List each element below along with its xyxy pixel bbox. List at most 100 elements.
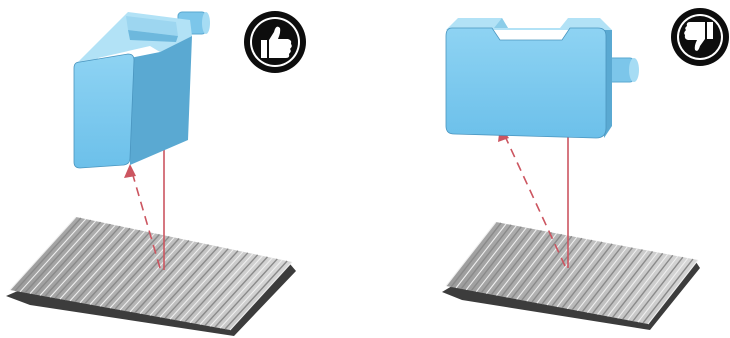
surface-ridge [601,251,654,316]
surface-ridge [14,217,82,292]
surface-ridge [159,247,224,318]
surface-ridge [496,231,547,296]
surface-ridge [34,221,102,296]
surface-ridge [144,244,210,316]
surface-ridge [480,228,532,294]
sensor-side-face-left [130,36,192,165]
surface-ridge [627,255,679,321]
surface-ridge [124,240,190,312]
surface-ridge [114,238,180,310]
surface-ridge [219,259,283,329]
surface-ridge [104,235,170,308]
surface-ridge [541,239,593,305]
surface-ridge [465,225,517,291]
surface-ridges-right [445,221,699,325]
surface-ridge [174,250,239,321]
surface-ridge [154,246,219,317]
surface-ridge [586,248,638,313]
thumbs-down-icon [671,8,729,66]
sensor-front-face-right [445,27,607,139]
surface-ridge [460,224,512,290]
surface-ridge [69,228,136,302]
surface-ridge [204,256,268,326]
surface-ridge [536,238,588,304]
surface-ridge [74,229,141,303]
surface-ridge [597,250,648,315]
surface-ridge [149,245,214,316]
surface-ridge [506,233,558,298]
surface-ridge [9,216,77,291]
surface-ridge [556,242,608,308]
surface-ridge [490,230,543,295]
surface-ridge [19,218,87,293]
surface-ridge [24,219,92,294]
surface-ridge [49,224,116,298]
surface-ridge [642,258,694,324]
surface-ridge [561,243,613,309]
surface-ridge [94,233,160,306]
sensor-left [73,11,210,169]
surface-ridge [647,259,699,325]
surface-ridge [179,251,244,322]
surface-ridge [194,254,259,325]
surface-ridge [622,254,674,320]
right-panel [442,8,729,330]
surface-ridge [576,246,628,312]
surface-ridge [500,232,553,297]
surface-ridge [184,252,249,323]
surface-ridge [546,240,598,306]
surface-ridge [119,239,185,311]
surface-ridge [139,243,205,315]
surface-ridge [581,247,633,313]
surface-ridge [470,226,522,292]
surface-ridge [521,235,573,301]
surface-ridge [632,256,684,322]
surface-ridge [571,245,623,311]
sensor-front-face-left [73,53,135,169]
surface-ridge [511,233,563,299]
laser-arrowhead-left [124,164,136,178]
surface-ridge [214,258,278,328]
surface-ridge [59,226,126,300]
surface-ridge [485,229,537,294]
surface-ridge [199,255,263,325]
surface-ridge [54,225,121,299]
scan-surface-right [442,221,700,330]
surface-ridge [64,227,131,301]
surface-ridge [617,253,669,319]
surface-ridge [39,222,106,296]
surface-ridge [44,223,111,297]
surface-ridge [475,227,527,293]
surface-ridge [229,261,293,331]
surface-ridge [209,257,273,327]
sensor-top-face-right [446,18,612,30]
surface-ridge [29,220,97,295]
surface-ridge [134,242,200,314]
thumbs-up-icon [244,11,306,73]
surface-ridge [531,237,583,303]
laser-reflect-beam-right [503,133,566,267]
surface-ridge [516,234,568,300]
surface-ridge [591,249,644,314]
surface-ridge [551,241,603,307]
surface-ridge [637,257,689,323]
surface-ridge [164,248,229,319]
laser-reflect-beam-left [131,171,161,269]
surface-ridge [450,222,502,288]
surface-ridge [169,249,234,320]
surface-ridge [445,221,497,287]
surface-ridge [612,252,664,318]
surface-ridge [566,244,618,310]
sensor-right [445,18,639,139]
left-panel [6,11,306,336]
surface-ridge [607,252,659,317]
surface-ridge [129,241,195,313]
surface-ridge [224,260,288,330]
surface-ridge [84,231,151,305]
surface-ridge [79,230,146,304]
surface-ridge [455,223,507,289]
surface-ridge [189,253,254,324]
surface-ridge [89,232,155,305]
